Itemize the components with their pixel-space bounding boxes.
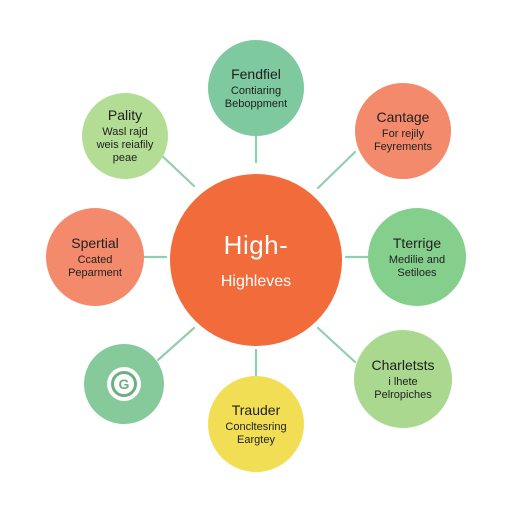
node-subtitle: Contiaring Beboppment xyxy=(224,84,288,110)
connector-bottom-left xyxy=(156,326,196,362)
node-top-right[interactable]: Cantage For rejily Feyrements xyxy=(355,83,451,179)
node-title: Trauder xyxy=(231,401,281,418)
hub-title: High- xyxy=(223,229,289,260)
node-subtitle: Wasl rajd weis reiafily peae xyxy=(96,126,154,164)
node-subtitle: Concltesring Eargtey xyxy=(225,420,287,446)
node-title: Tterrige xyxy=(392,234,442,251)
hub-subtitle: Highleves xyxy=(220,272,292,290)
node-subtitle: i lhete Pelropiches xyxy=(374,375,432,401)
central-hub-node[interactable]: High- Highleves xyxy=(170,174,342,346)
node-right[interactable]: Tterrige Medilie and Setiloes xyxy=(368,208,466,306)
node-title: Pality xyxy=(107,107,143,123)
node-bottom[interactable]: Trauder Concltesring Eargtey xyxy=(208,376,304,472)
connector-top-right xyxy=(316,150,357,190)
node-subtitle: For rejily Feyrements xyxy=(373,127,433,153)
connector-top-left xyxy=(156,150,196,188)
node-bottom-left[interactable]: G xyxy=(84,344,164,424)
node-title: Cantage xyxy=(376,108,430,125)
node-top[interactable]: Fendfiel Contiaring Beboppment xyxy=(208,40,304,136)
node-subtitle: Medilie and Setiloes xyxy=(388,253,446,279)
circular-logo-icon: G xyxy=(107,367,141,401)
node-title: Charletsts xyxy=(371,356,435,373)
node-left[interactable]: Spertial Ccated Peparment xyxy=(46,208,144,306)
connector-bottom-right xyxy=(316,326,357,364)
node-top-left[interactable]: Pality Wasl rajd weis reiafily peae xyxy=(82,93,168,179)
node-title: Spertial xyxy=(71,234,119,251)
node-bottom-right[interactable]: Charletsts i lhete Pelropiches xyxy=(354,330,452,428)
node-subtitle: Ccated Peparment xyxy=(68,253,122,279)
node-title: Fendfiel xyxy=(231,65,281,82)
